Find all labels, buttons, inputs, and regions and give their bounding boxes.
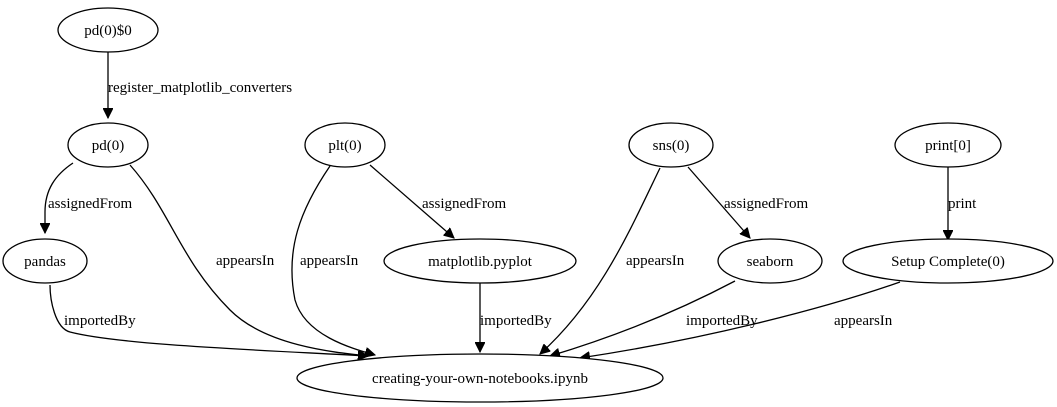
node-seaborn: seaborn <box>717 238 823 284</box>
nodes: pd(0)$0 pd(0) plt(0) sns(0) print[0] pan… <box>2 7 1054 403</box>
edge-pd-assigned-from <box>45 162 74 233</box>
node-label-pd0-dollar0: pd(0)$0 <box>84 23 132 39</box>
edge-label-pd-appears-in: appearsIn <box>216 253 275 269</box>
edge-label-sns-appears-in: appearsIn <box>626 253 685 269</box>
edge-label-plt-assigned-from: assignedFrom <box>422 196 506 212</box>
node-matplotlib-pyplot: matplotlib.pyplot <box>383 238 577 284</box>
edge-label-print: print <box>948 196 977 212</box>
node-label-pandas: pandas <box>24 254 66 270</box>
node-print0: print[0] <box>894 122 1002 168</box>
node-pd0: pd(0) <box>67 122 149 168</box>
node-label-sns0: sns(0) <box>653 138 690 154</box>
edges: register_matplotlib_converters assignedF… <box>45 52 977 358</box>
edge-label-pd-assigned-from: assignedFrom <box>48 196 132 212</box>
node-label-print0: print[0] <box>925 138 971 154</box>
edge-seaborn-imported-by <box>550 280 736 356</box>
edge-label-setup-appears-in: appearsIn <box>834 313 893 329</box>
node-plt0: plt(0) <box>304 122 386 168</box>
edge-label-register-converters: register_matplotlib_converters <box>108 80 292 96</box>
node-label-plt0: plt(0) <box>328 138 361 154</box>
edge-plt-appears-in <box>291 165 375 355</box>
edge-setup-appears-in <box>580 281 901 358</box>
edge-label-pyplot-imported-by: importedBy <box>480 313 552 329</box>
node-notebook: creating-your-own-notebooks.ipynb <box>296 353 664 403</box>
node-pd0-dollar0: pd(0)$0 <box>57 7 159 53</box>
edge-label-plt-appears-in: appearsIn <box>300 253 359 269</box>
node-sns0: sns(0) <box>628 122 714 168</box>
edge-label-sns-assigned-from: assignedFrom <box>724 196 808 212</box>
edge-label-seaborn-imported-by: importedBy <box>686 313 758 329</box>
edge-pd-appears-in <box>129 164 368 356</box>
node-label-matplotlib-pyplot: matplotlib.pyplot <box>428 254 533 270</box>
edge-plt-assigned-from <box>369 164 454 238</box>
node-pandas: pandas <box>2 238 88 284</box>
edge-pandas-imported-by <box>49 284 368 356</box>
node-label-seaborn: seaborn <box>747 254 794 270</box>
node-setup-complete: Setup Complete(0) <box>842 238 1054 284</box>
node-label-notebook: creating-your-own-notebooks.ipynb <box>372 371 588 387</box>
edge-label-pandas-imported-by: importedBy <box>64 313 136 329</box>
edge-sns-assigned-from <box>687 166 750 238</box>
node-label-setup-complete: Setup Complete(0) <box>891 254 1005 270</box>
node-label-pd0: pd(0) <box>92 138 125 154</box>
edge-sns-appears-in <box>540 167 661 354</box>
